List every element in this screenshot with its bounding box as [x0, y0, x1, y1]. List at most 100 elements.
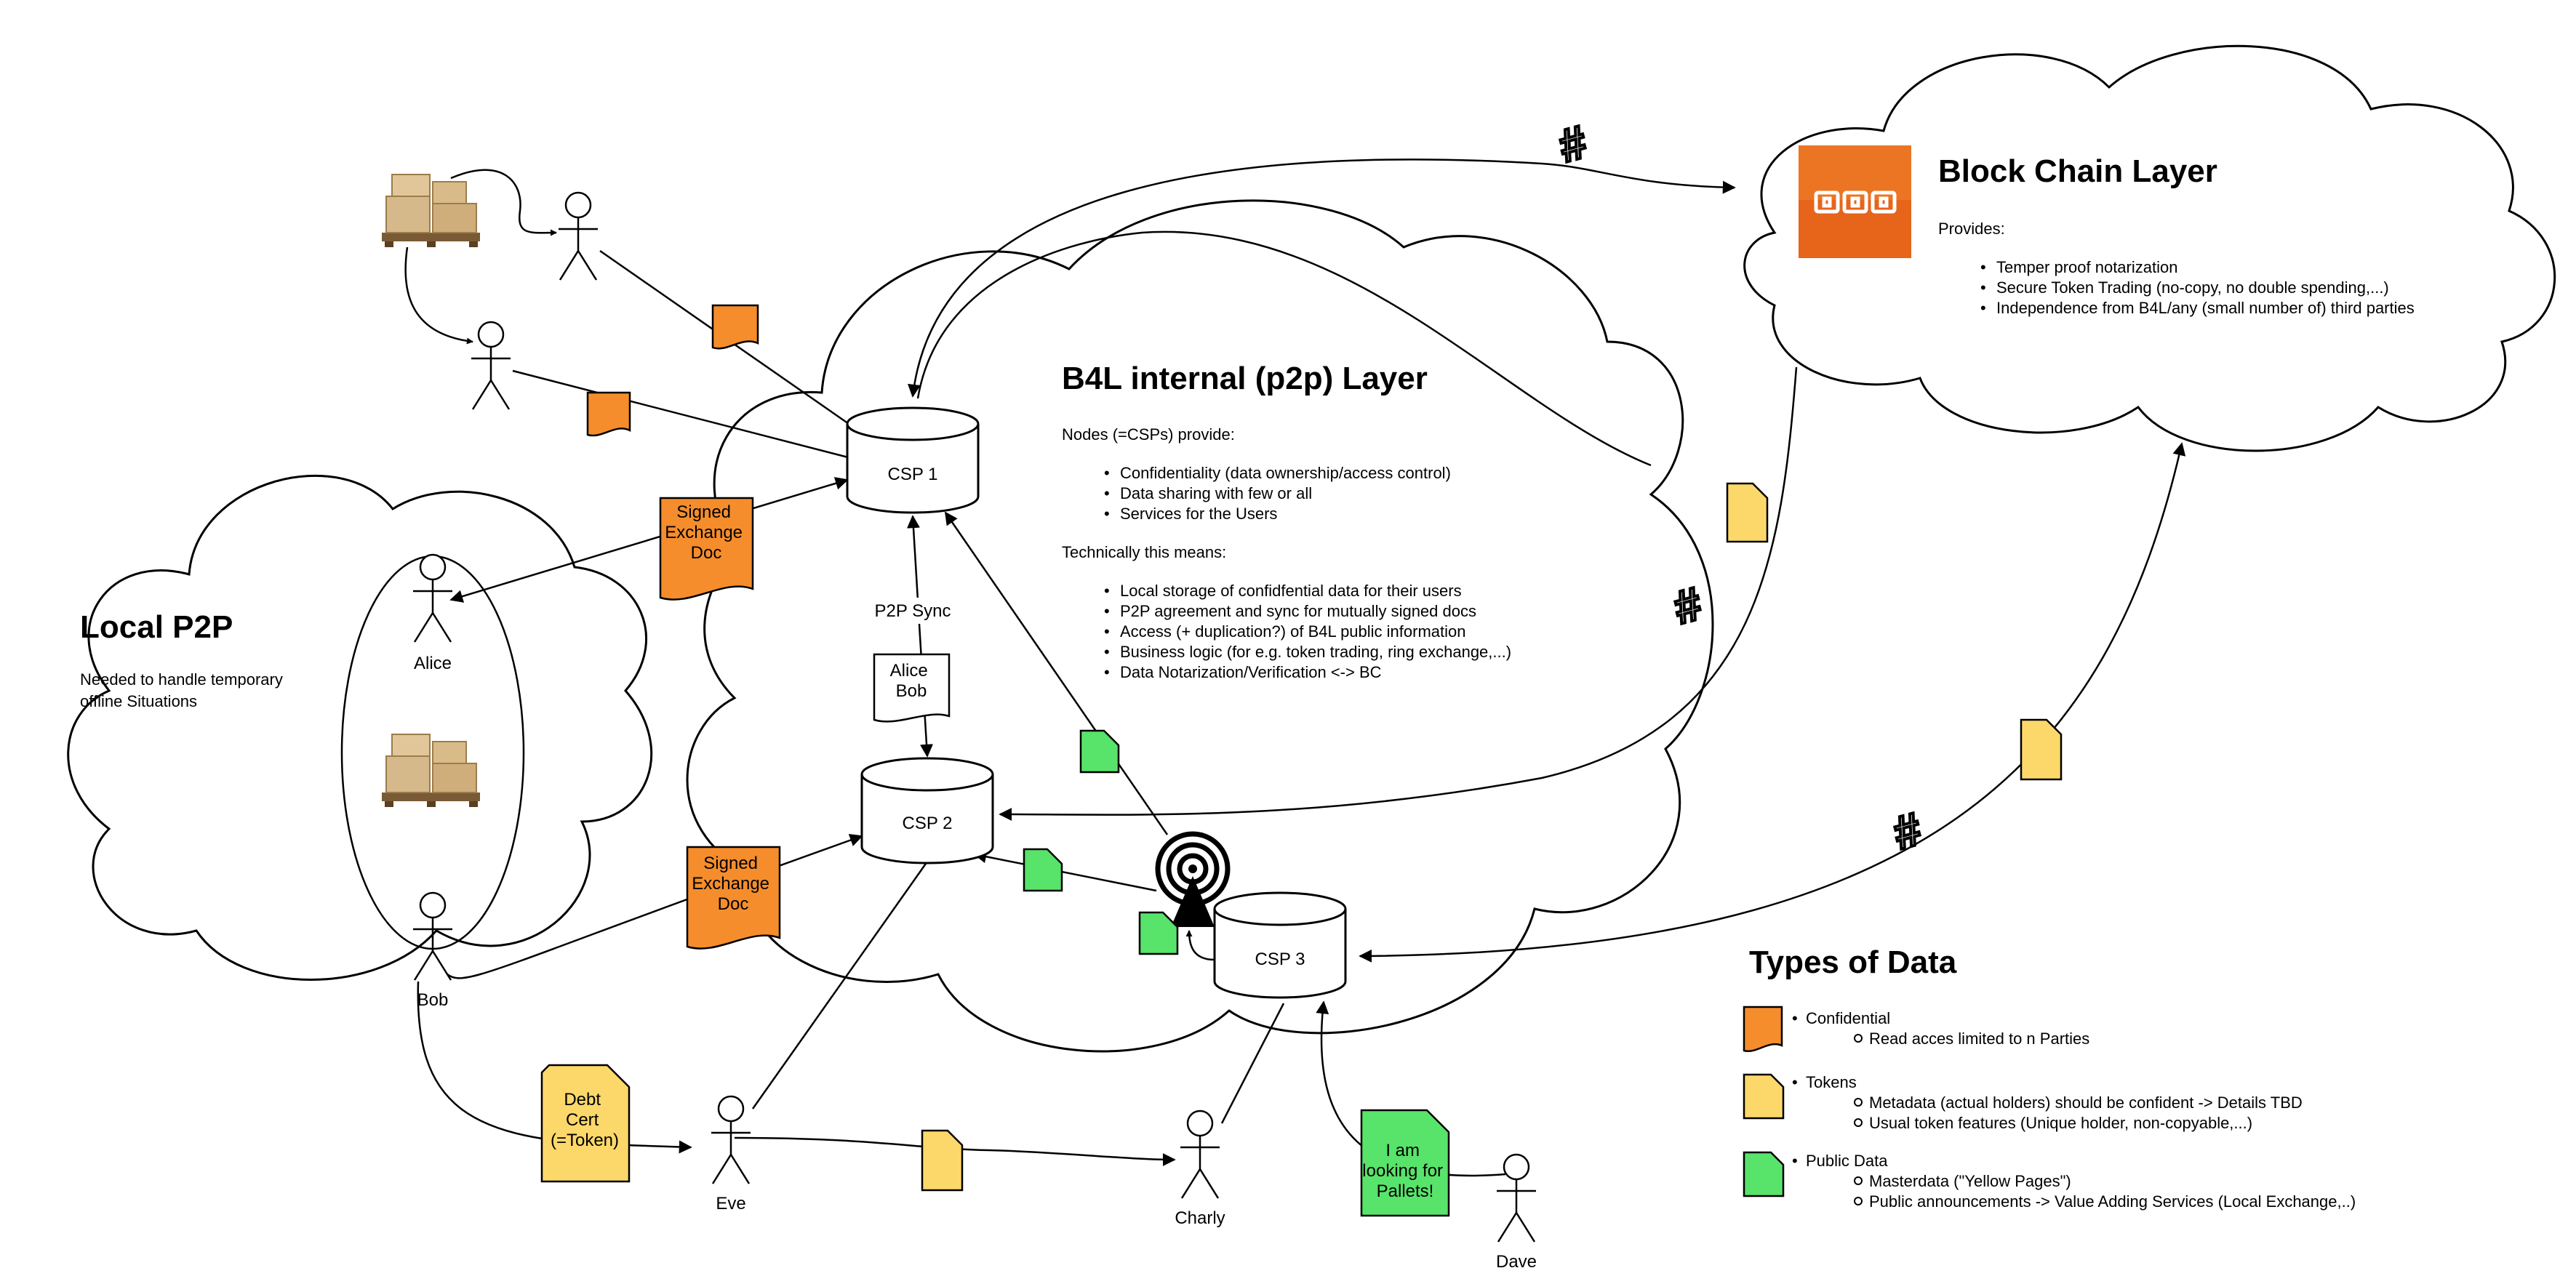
legend: Types of Data • Confidential Read acces …	[1743, 944, 2356, 1211]
svg-text:•: •	[1792, 1073, 1798, 1091]
token-doc-2	[2020, 718, 2063, 781]
edge-blockchain-csp3	[1359, 442, 2186, 963]
public-doc-3	[1138, 911, 1179, 955]
actor-bob[interactable]	[413, 891, 452, 981]
confidential-doc-1	[711, 304, 759, 350]
svg-text:Read acces limited to n Partie: Read acces limited to n Parties	[1869, 1030, 2089, 1048]
public-doc-1	[1079, 729, 1120, 774]
svg-text:•: •	[1980, 258, 1986, 276]
p2p-sync-label: P2P Sync	[875, 601, 951, 621]
blockchain-provides-list: • Temper proof notarization • Secure Token…	[1980, 258, 2415, 317]
blockchain-layer-cloud	[1743, 44, 2556, 452]
svg-text:•: •	[1980, 278, 1986, 297]
svg-text:•: •	[1980, 299, 1986, 317]
svg-text:Temper proof notarization: Temper proof notarization	[1996, 258, 2177, 276]
token-doc-3	[921, 1129, 964, 1192]
svg-text:Services for the Users: Services for the Users	[1120, 505, 1277, 523]
svg-text:•: •	[1792, 1152, 1798, 1170]
svg-text:•: •	[1104, 602, 1110, 620]
edge-csp1-blockchain	[907, 158, 1736, 398]
svg-text:Data Notarization/Verification: Data Notarization/Verification <-> BC	[1120, 663, 1382, 681]
public-doc-2	[1023, 848, 1063, 892]
legend-public-swatch	[1743, 1151, 1785, 1197]
legend-public-label: Public Data	[1806, 1152, 1888, 1170]
debt-cert-doc: Debt Cert (=Token)	[540, 1064, 631, 1183]
svg-text:•: •	[1104, 663, 1110, 681]
pallet-boxes-icon	[382, 174, 480, 807]
b4l-title: B4L internal (p2p) Layer	[1062, 361, 1428, 396]
svg-text:•: •	[1792, 1009, 1798, 1027]
alice-bob-doc: Alice Bob	[873, 653, 951, 723]
svg-text:Metadata (actual holders) shou: Metadata (actual holders) should be conf…	[1869, 1094, 2303, 1112]
local-p2p-title: Local P2P	[80, 609, 233, 645]
signed-exchange-doc-2: Signed Exchange Doc	[686, 846, 781, 950]
svg-text:P2P agreement and sync for mut: P2P agreement and sync for mutually sign…	[1120, 602, 1476, 620]
csp1-node[interactable]: CSP 1	[846, 406, 980, 514]
token-doc-1	[1726, 482, 1769, 543]
actor-dave-label: Dave	[1496, 1252, 1537, 1268]
confidential-doc-2	[586, 391, 631, 437]
svg-text:•: •	[1104, 582, 1110, 600]
svg-text:Independence from B4L/any (sma: Independence from B4L/any (small number …	[1996, 299, 2415, 317]
hash-icon-top: #	[1553, 116, 1591, 173]
edge-charly-csp3	[1220, 1003, 1285, 1124]
local-p2p-cloud	[67, 474, 653, 981]
edge-eve-csp2	[751, 861, 929, 1110]
edge-csp1-loop	[916, 230, 1652, 467]
svg-text:Signed Exchange Do: Signed Exchange Doc	[665, 502, 747, 563]
legend-tokens-label: Tokens	[1806, 1073, 1857, 1091]
svg-text:Public announcements -> Value: Public announcements -> Value Adding Ser…	[1869, 1192, 2356, 1211]
svg-text:Secure Token Trading (no-copy,: Secure Token Trading (no-copy, no double…	[1996, 278, 2389, 297]
edge-antenna-csp1	[944, 511, 1169, 835]
svg-text:Usual token features (Unique: Usual token features (Unique holder, non…	[1869, 1114, 2252, 1132]
actor-eve[interactable]	[711, 1095, 751, 1184]
svg-text:I am looking for P: I am looking for Pallets!	[1362, 1141, 1447, 1201]
svg-text:•: •	[1104, 643, 1110, 661]
svg-text:•: •	[1104, 505, 1110, 523]
edge-pallet-actor2	[404, 246, 473, 345]
actor-charly-label: Charly	[1175, 1208, 1225, 1228]
edge-antenna-csp2	[973, 850, 1157, 892]
edge-pallet-actor1	[450, 169, 557, 236]
actor-unnamed-1[interactable]	[559, 191, 598, 281]
edge-eve-charly	[734, 1136, 1176, 1166]
b4l-tech-heading: Technically this means:	[1062, 543, 1226, 561]
svg-text:Local storage of confidfential: Local storage of confidfential data for …	[1120, 582, 1462, 600]
csp2-label: CSP 2	[903, 814, 953, 833]
edge-actor2-csp1	[512, 369, 852, 460]
csp3-node[interactable]: CSP 3	[1213, 891, 1347, 999]
b4l-provide-heading: Nodes (=CSPs) provide:	[1062, 425, 1235, 444]
legend-title: Types of Data	[1749, 944, 1957, 980]
svg-text:Masterdata ("Yellow Pages"): Masterdata ("Yellow Pages")	[1869, 1172, 2071, 1190]
svg-text:Data sharing with few or all: Data sharing with few or all	[1120, 484, 1312, 502]
edge-dave-csp3	[1316, 1000, 1506, 1177]
connectors	[340, 158, 2186, 1177]
legend-tokens-swatch	[1743, 1073, 1785, 1120]
csp1-label: CSP 1	[888, 465, 938, 484]
csp3-label: CSP 3	[1255, 950, 1305, 969]
svg-text:•: •	[1104, 464, 1110, 482]
svg-text:Alice Bob: Alice Bob	[890, 661, 933, 701]
svg-text:Access (+ duplication?) of B4L: Access (+ duplication?) of B4L public in…	[1120, 622, 1466, 641]
actors	[413, 191, 1536, 1243]
signed-exchange-doc-1: Signed Exchange Doc	[659, 497, 754, 601]
b4l-tech-list: • Local storage of confidfential data for…	[1104, 582, 1511, 681]
svg-text:Confidentiality (data ownershi: Confidentiality (data ownership/access c…	[1120, 464, 1451, 482]
actor-alice-label: Alice	[414, 654, 452, 673]
local-p2p-description: Needed to handle temporary offline Situa…	[80, 670, 287, 710]
actor-charly[interactable]	[1180, 1110, 1220, 1199]
csp2-node[interactable]: CSP 2	[860, 757, 994, 864]
blockchain-title: Block Chain Layer	[1938, 153, 2217, 189]
actor-alice[interactable]	[413, 553, 452, 643]
svg-text:•: •	[1104, 622, 1110, 641]
edge-alice-csp1	[449, 477, 849, 603]
actor-dave[interactable]	[1497, 1153, 1536, 1243]
edge-csp3-antenna	[1185, 930, 1215, 961]
b4l-provide-list: • Confidentiality (data ownership/access …	[1104, 464, 1451, 523]
actor-bob-label: Bob	[417, 990, 449, 1010]
blockchain-provides-heading: Provides:	[1938, 220, 2005, 238]
svg-text:Signed Exchange Do: Signed Exchange Doc	[692, 854, 774, 914]
actor-unnamed-2[interactable]	[471, 321, 511, 410]
legend-confidential-swatch	[1743, 1006, 1783, 1053]
